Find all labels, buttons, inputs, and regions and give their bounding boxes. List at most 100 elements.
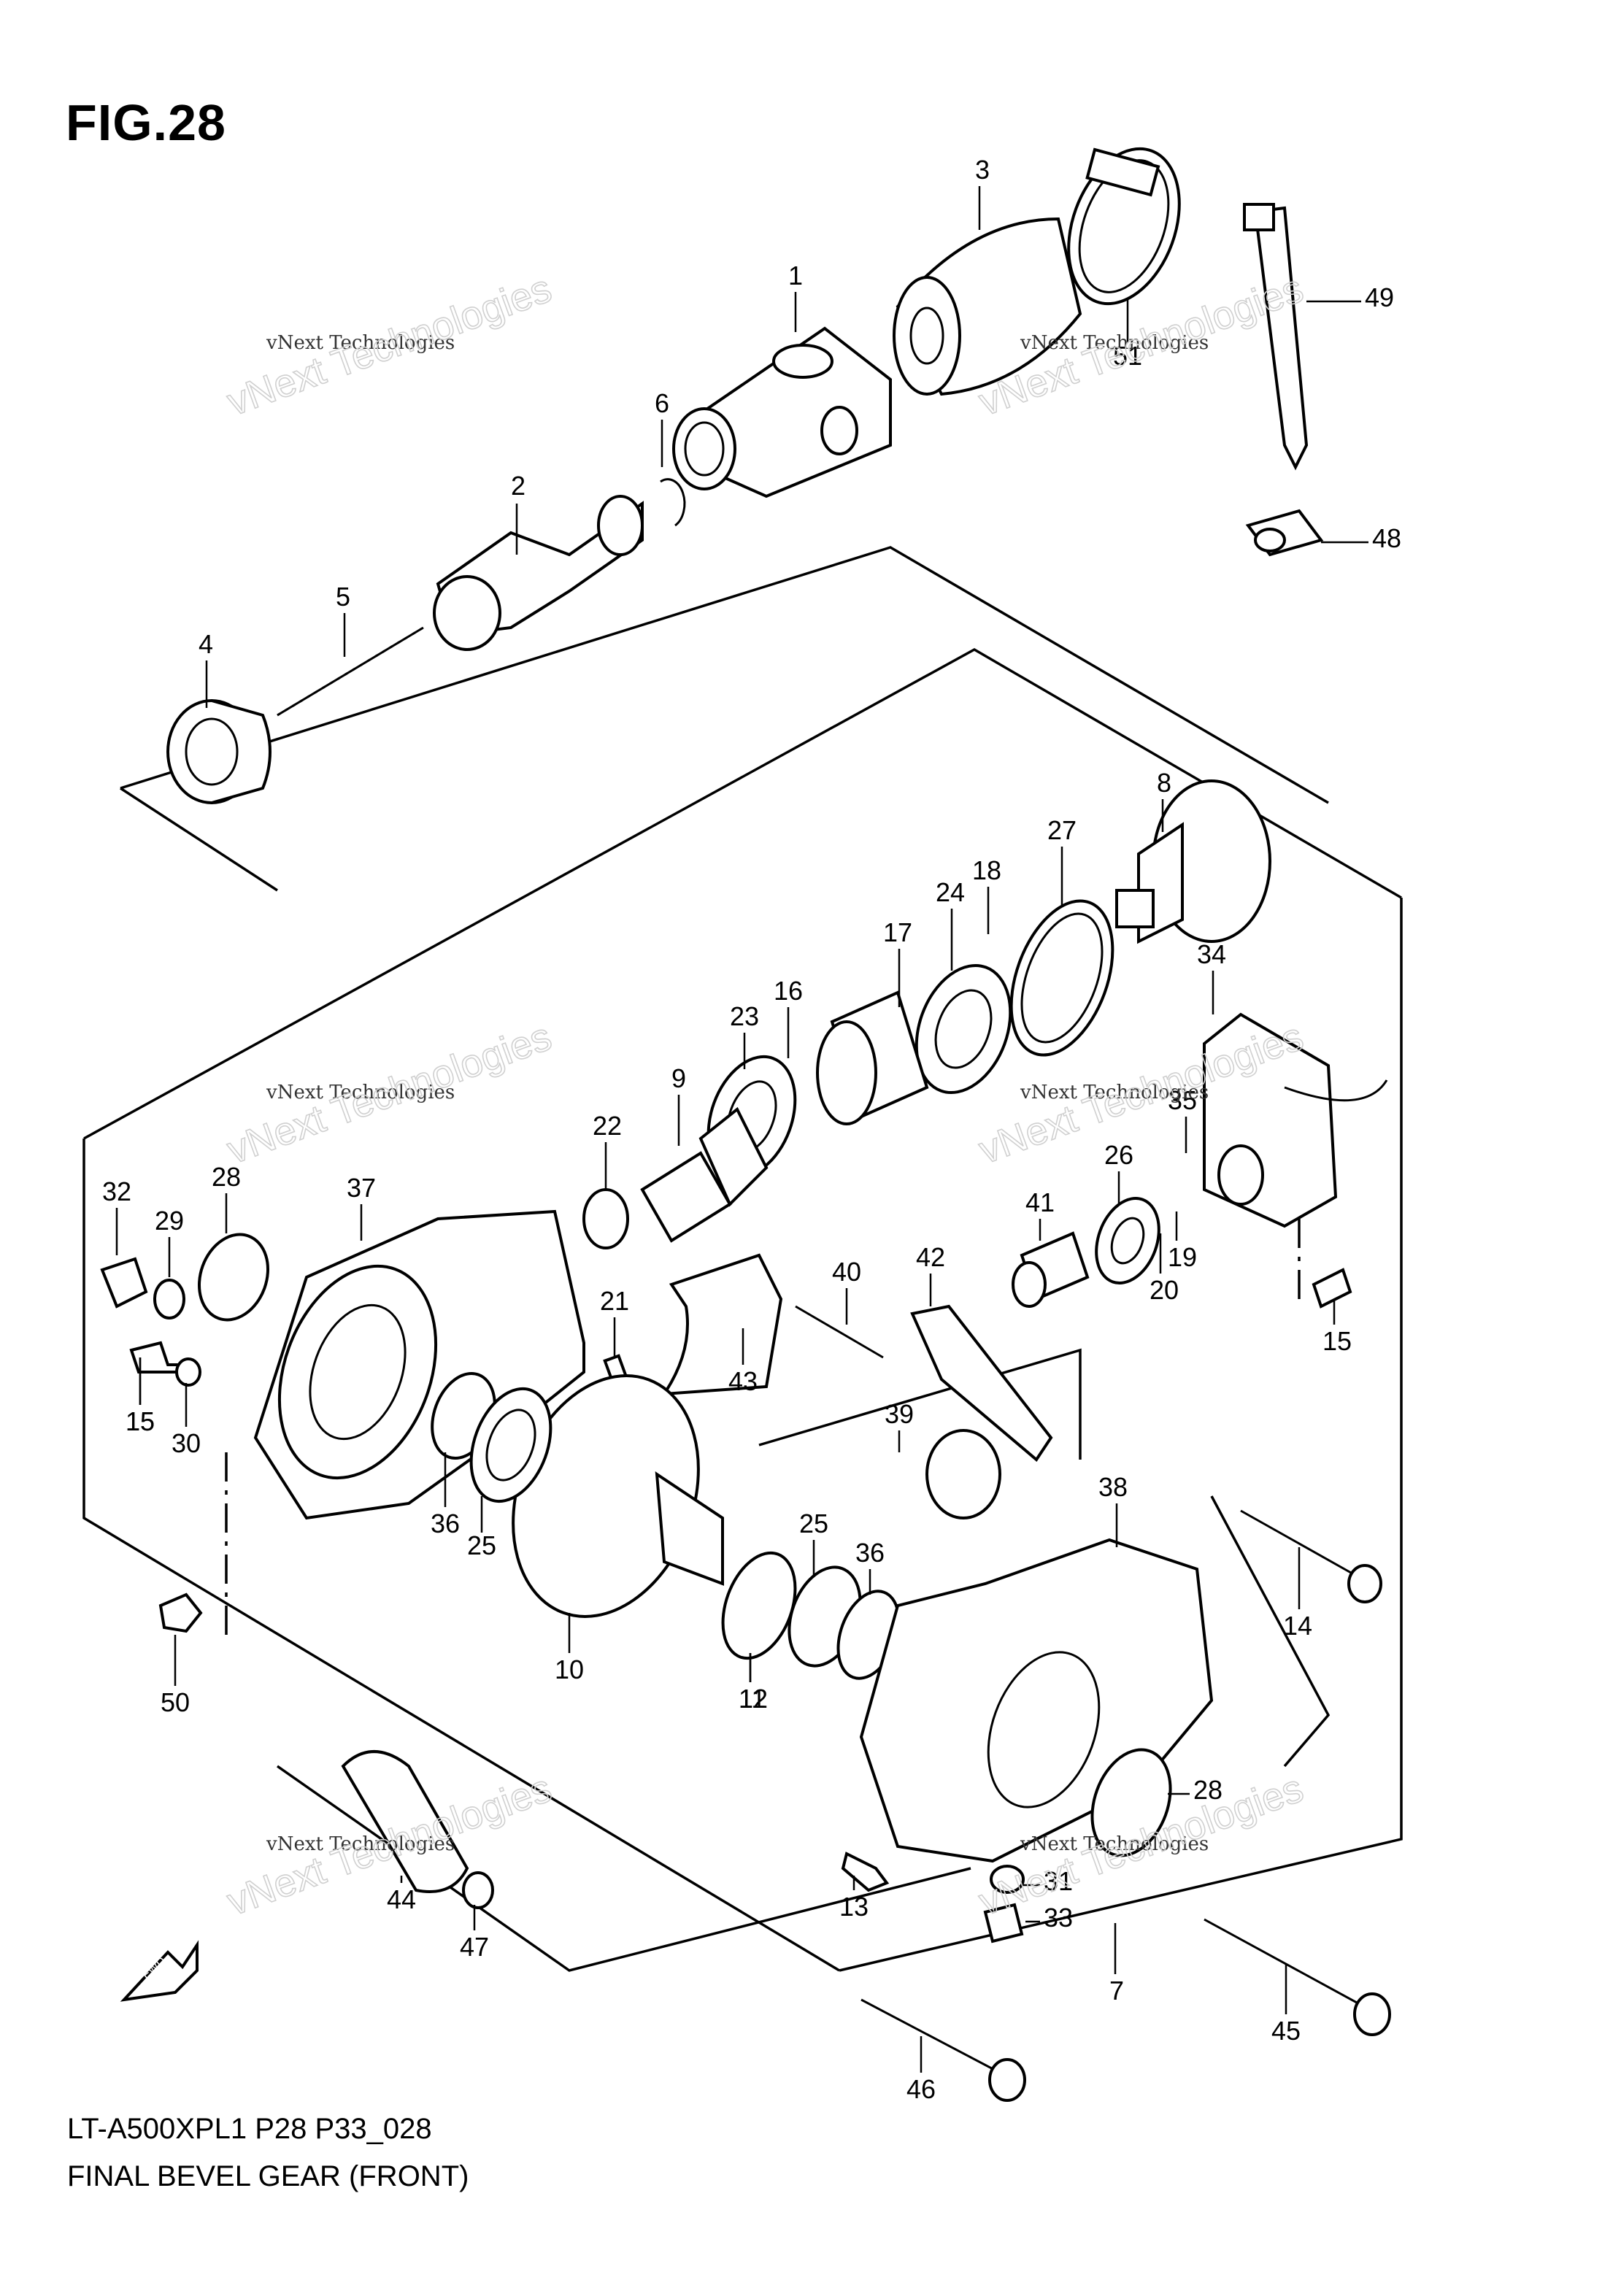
part-washer-30 — [175, 1357, 201, 1387]
part-bolt-45 — [1204, 1918, 1391, 2036]
callout-36: 36 — [431, 1509, 460, 1538]
callout-36: 36 — [855, 1538, 885, 1568]
callout-1: 1 — [788, 261, 803, 290]
part-clip — [1245, 509, 1324, 557]
callout-41: 41 — [1025, 1187, 1055, 1217]
case-frame — [758, 1348, 1082, 1460]
callout-28: 28 — [212, 1162, 241, 1192]
callout-44: 44 — [387, 1884, 416, 1914]
part-sleeve-39 — [925, 1429, 1001, 1519]
callout-15: 15 — [126, 1406, 155, 1436]
callout-25: 25 — [799, 1509, 828, 1538]
part-spring — [277, 626, 424, 717]
part-input-shaft — [433, 495, 644, 651]
part-shift-fork-43 — [661, 1253, 783, 1396]
part-washer-31 — [990, 1865, 1025, 1894]
watermark-5: vNext Technologies — [266, 1833, 455, 1855]
callout-51: 51 — [1113, 341, 1142, 371]
watermark-1: vNext Technologies — [266, 332, 455, 354]
callout-32: 32 — [102, 1176, 131, 1206]
callout-39: 39 — [885, 1399, 914, 1429]
callout-9: 9 — [671, 1063, 686, 1093]
part-shift-pin-41 — [1012, 1231, 1090, 1308]
callout-20: 20 — [1150, 1275, 1179, 1305]
callout-15: 15 — [126, 1406, 155, 1436]
callout-3: 3 — [975, 155, 990, 185]
callout-23: 23 — [730, 1001, 759, 1031]
case-frame-2 — [1210, 1495, 1331, 1768]
part-washer-29 — [153, 1279, 185, 1320]
part-oil-seal-28-right — [1090, 1748, 1172, 1857]
part-breather-boot-44 — [341, 1750, 469, 1893]
callout-37: 37 — [347, 1173, 376, 1203]
part-plug-33 — [983, 1903, 1024, 1943]
callout-18: 18 — [972, 855, 1001, 885]
callout-28: 28 — [1193, 1775, 1223, 1805]
callout-42: 42 — [916, 1242, 945, 1272]
part-oil-seal-27 — [1009, 899, 1114, 1057]
part-bolt-15-right — [1312, 1268, 1352, 1309]
callout-14: 14 — [1283, 1611, 1312, 1641]
callout-50: 50 — [161, 1687, 190, 1717]
callout-26: 26 — [1104, 1140, 1133, 1170]
part-oil-seal-28-left — [197, 1233, 270, 1322]
part-bolt-14 — [1240, 1509, 1382, 1603]
callout-19: 19 — [1168, 1242, 1197, 1272]
callout-31: 31 — [1044, 1866, 1073, 1896]
main-frame-left — [82, 1139, 840, 1972]
watermark-4: vNext Technologies — [1020, 1082, 1209, 1103]
callout-6: 6 — [655, 388, 669, 418]
part-universal-joint — [672, 326, 892, 498]
callout-46: 46 — [906, 2074, 936, 2104]
callout-40: 40 — [832, 1257, 861, 1287]
part-shift-fork-42 — [910, 1304, 1053, 1462]
upper-frame-bottom — [120, 787, 278, 892]
callout-22: 22 — [593, 1111, 622, 1141]
callout-25: 25 — [467, 1530, 496, 1560]
callout-43: 43 — [728, 1366, 758, 1396]
watermark-6: vNext Technologies — [1020, 1833, 1209, 1855]
callout-8: 8 — [1157, 768, 1171, 798]
main-frame-right — [839, 898, 1403, 1972]
callout-10: 10 — [555, 1654, 584, 1684]
part-circlip-6 — [660, 478, 686, 527]
callout-47: 47 — [460, 1932, 489, 1962]
callout-33: 33 — [1044, 1903, 1073, 1933]
part-sleeve-11 — [816, 990, 929, 1125]
part-bolt-46 — [860, 1998, 1026, 2102]
part-nut-50 — [158, 1592, 203, 1633]
callout-38: 38 — [1098, 1472, 1128, 1502]
model-code: LT-A500XPL1 P28 P33_028 — [67, 2113, 432, 2145]
callout-5: 5 — [336, 582, 350, 612]
upper-frame — [120, 546, 1329, 804]
callout-16: 16 — [774, 976, 803, 1006]
part-bearing-26 — [1095, 1196, 1160, 1285]
figure-title: FIG.28 — [66, 94, 226, 151]
callout-12: 12 — [739, 1684, 768, 1714]
callout-48: 48 — [1372, 523, 1401, 553]
part-hose-clamp — [1067, 147, 1181, 306]
part-needle-bearing-22 — [582, 1188, 629, 1249]
part-pinion-housing — [1115, 779, 1271, 944]
callout-27: 27 — [1047, 815, 1077, 845]
lower-frame — [276, 1765, 971, 1972]
callout-17: 17 — [883, 917, 912, 947]
watermark-3: vNext Technologies — [266, 1082, 455, 1103]
part-drive-pinion-9 — [640, 1106, 769, 1243]
part-left-case-37 — [253, 1209, 585, 1520]
callout-24: 24 — [936, 877, 965, 907]
part-fork-shaft-40 — [795, 1305, 884, 1359]
callout-4: 4 — [199, 629, 213, 659]
callout-7: 7 — [1109, 1976, 1124, 2006]
watermark-2: vNext Technologies — [1020, 332, 1209, 354]
callout-29: 29 — [155, 1206, 184, 1236]
callout-30: 30 — [172, 1428, 201, 1458]
part-plug-32 — [100, 1257, 148, 1309]
callout-35: 35 — [1168, 1085, 1197, 1115]
part-cable-tie — [1243, 203, 1309, 471]
part-clamp-47 — [462, 1871, 494, 1909]
callout-34: 34 — [1197, 939, 1226, 969]
forward-direction-arrow: FWD — [120, 1940, 199, 2002]
figure-name: FINAL BEVEL GEAR (FRONT) — [67, 2160, 469, 2192]
